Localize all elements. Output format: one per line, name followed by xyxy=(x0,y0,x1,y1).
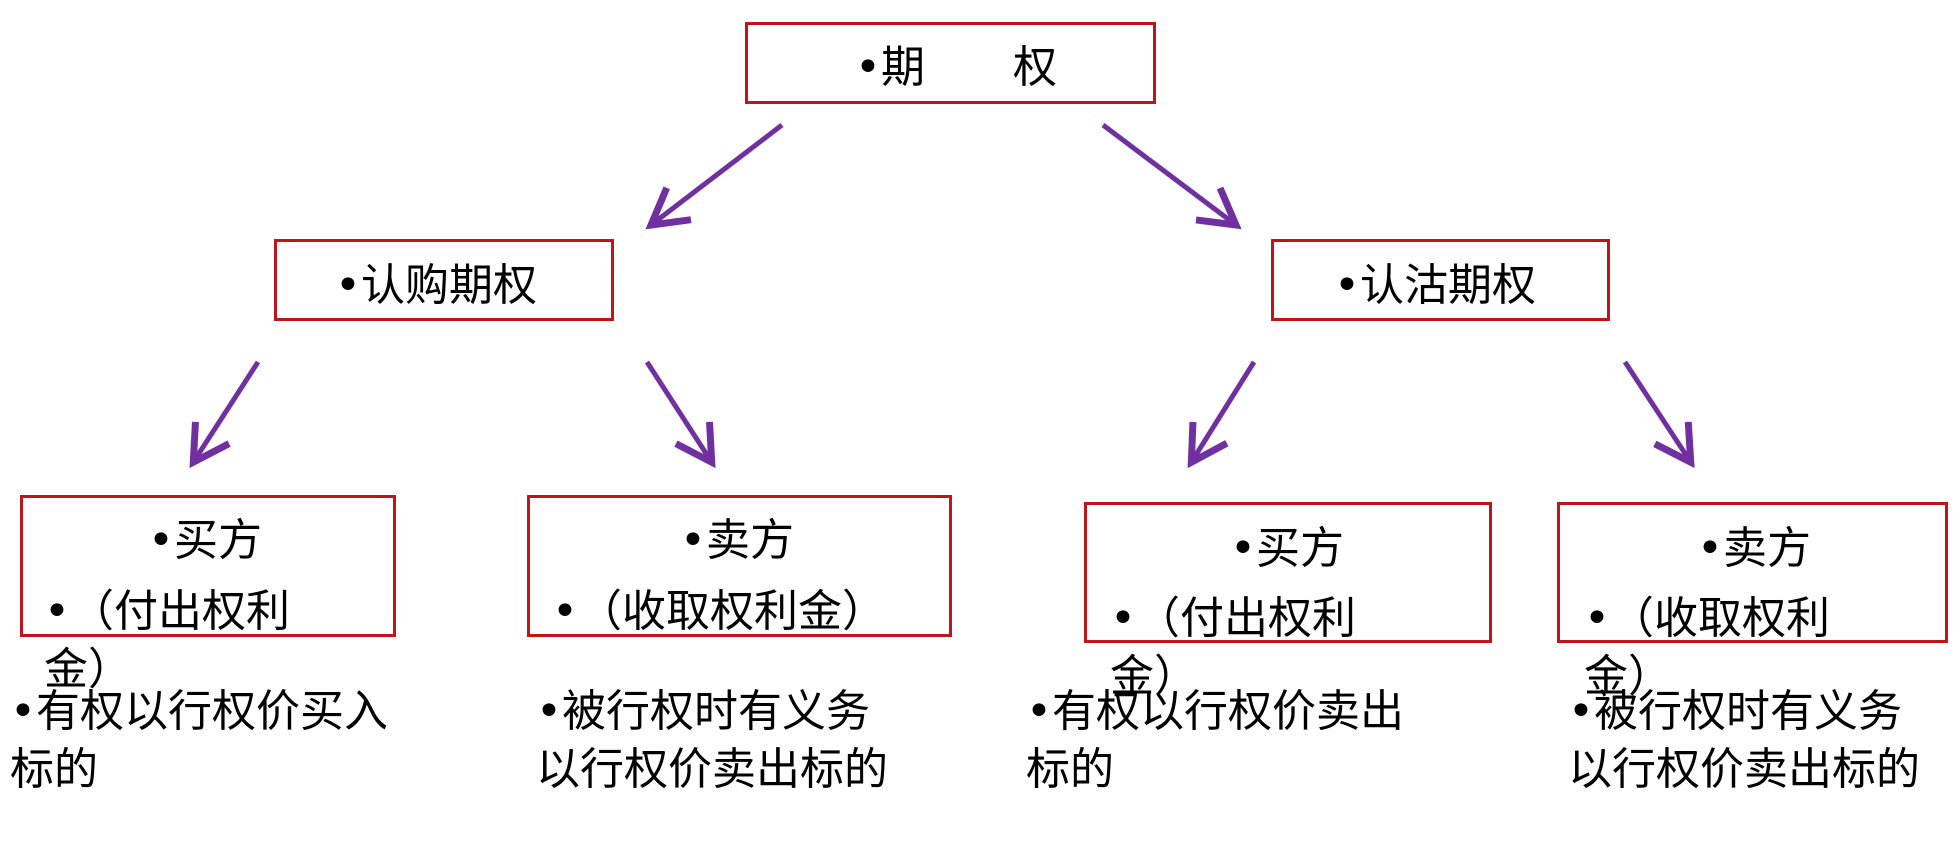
put-seller-desc: •被行权时有义务以行权价卖出标的 xyxy=(1568,686,1920,795)
put-option-box xyxy=(1271,239,1610,321)
call-buyer-title: •买方 xyxy=(148,515,262,566)
arrow-put-to-seller xyxy=(1622,360,1695,469)
call-seller-title: •卖方 xyxy=(680,515,794,566)
arrow-call-to-buyer xyxy=(189,360,261,469)
call-buyer-desc: •有权以行权价买入标的 xyxy=(10,686,388,795)
put-seller-note: •（收取权利金） xyxy=(1584,593,1830,702)
put-buyer-title: •买方 xyxy=(1230,523,1344,574)
put-buyer-desc: •有权以行权价卖出标的 xyxy=(1026,686,1404,795)
call-buyer-box xyxy=(20,495,396,637)
put-buyer-note: •（付出权利金） xyxy=(1110,593,1356,702)
put-seller-box xyxy=(1557,502,1948,643)
call-seller-desc: •被行权时有义务以行权价卖出标的 xyxy=(536,686,888,795)
arrow-root-to-put xyxy=(1101,123,1242,230)
put-option-label: •认沽期权 xyxy=(1334,260,1536,311)
call-option-box xyxy=(274,239,614,321)
arrow-put-to-buyer xyxy=(1187,360,1257,469)
put-seller-title: •卖方 xyxy=(1697,523,1811,574)
root-label: •期 权 xyxy=(855,42,1057,93)
call-seller-note: •（收取权利金） xyxy=(552,586,886,637)
call-seller-box xyxy=(527,495,952,637)
arrow-root-to-call xyxy=(645,123,784,230)
root-box xyxy=(745,22,1156,104)
call-buyer-note: •（付出权利金） xyxy=(44,586,290,695)
call-option-label: •认购期权 xyxy=(335,260,537,311)
put-buyer-box xyxy=(1084,502,1492,643)
arrow-call-to-seller xyxy=(644,360,716,469)
